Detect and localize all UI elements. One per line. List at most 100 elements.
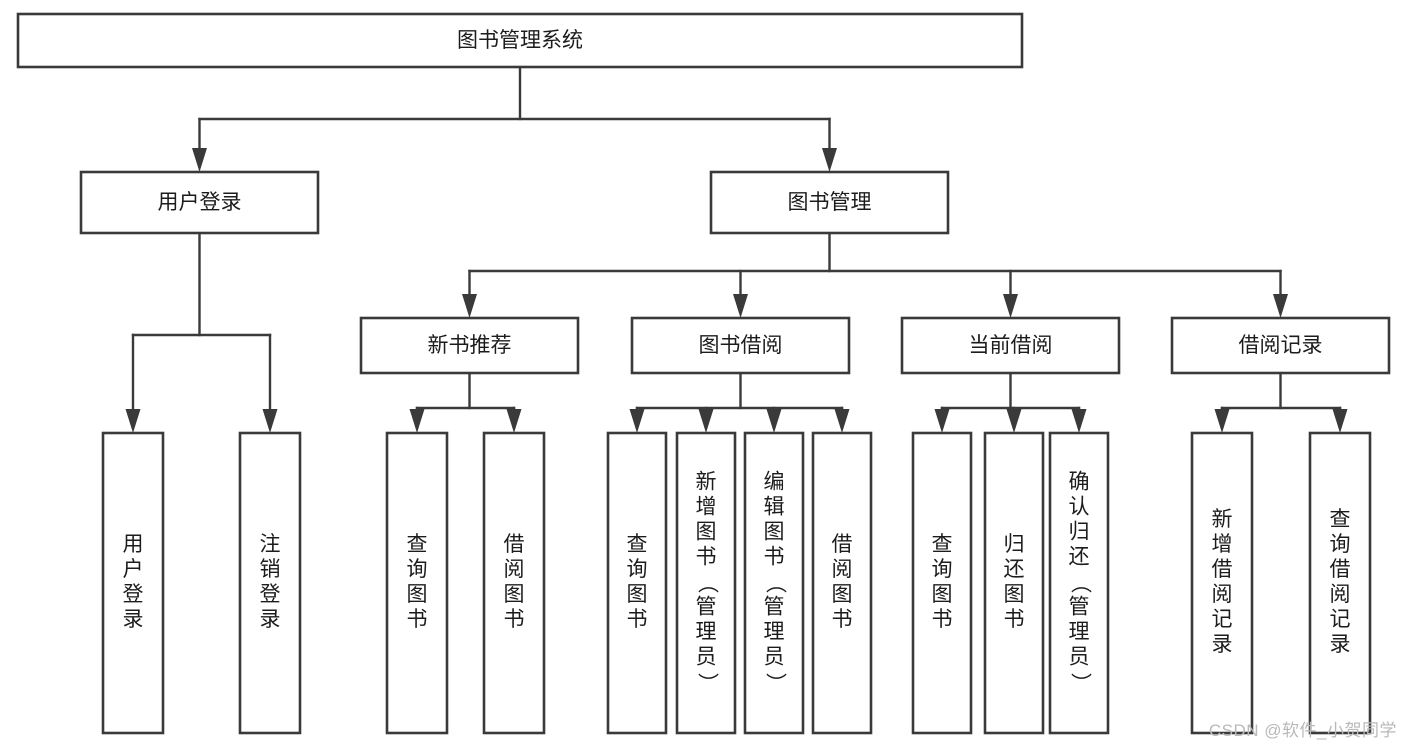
node-box[interactable] [606,431,668,735]
node-box[interactable] [709,170,950,235]
arrow-head-icon [629,409,645,433]
svg-text:登: 登 [123,583,144,606]
svg-text:理: 理 [1069,621,1090,644]
arrow-head-icon [125,409,141,433]
svg-text:录: 录 [260,608,281,631]
node-box[interactable] [630,316,851,375]
node-box[interactable] [79,170,320,235]
node-current-borrow[interactable]: 当前借阅 [900,316,1121,375]
connector-layer [125,65,1348,433]
svg-text:增: 增 [696,496,717,519]
node-borrow-record[interactable]: 借阅记录 [1170,316,1391,375]
svg-text:员: 员 [764,646,785,669]
svg-text:员: 员 [1069,646,1090,669]
node-new-book-rec[interactable]: 新书推荐 [359,316,580,375]
svg-text:还: 还 [1004,558,1025,581]
svg-text:查: 查 [627,533,648,556]
arrow-head-icon [1071,409,1087,433]
svg-text:确: 确 [1069,471,1090,494]
arrow-head-icon [1003,294,1018,318]
node-box[interactable] [482,431,546,735]
node-box[interactable] [385,431,449,735]
svg-text:书: 书 [764,546,785,569]
node-box[interactable] [1170,316,1391,375]
arrow-head-icon [462,294,477,318]
arrow-head-icon [506,409,522,433]
svg-text:新: 新 [1212,508,1233,531]
svg-text:借: 借 [504,533,525,556]
connector-group [1214,371,1348,433]
connector-group [934,371,1087,433]
svg-text:书: 书 [407,608,428,631]
node-box[interactable] [1048,431,1110,735]
arrow-head-icon [698,409,714,433]
svg-text:借: 借 [832,533,853,556]
svg-text:阅: 阅 [1212,583,1233,606]
node-book-manage[interactable]: 图书管理 [709,170,950,235]
svg-text:图: 图 [832,583,853,606]
arrow-head-icon [733,294,748,318]
node-box[interactable] [675,431,737,735]
svg-text:借: 借 [1212,558,1233,581]
node-root[interactable]: 图书管理系统 [16,12,1024,69]
svg-text:书: 书 [504,608,525,631]
svg-text:）: ） [695,673,718,694]
svg-text:借: 借 [1330,558,1351,581]
node-label: 借阅记录 [1239,334,1323,357]
node-label: 图书管理 [788,191,872,214]
node-box[interactable] [743,431,805,735]
svg-text:图: 图 [932,583,953,606]
node-box[interactable] [101,431,165,735]
svg-text:归: 归 [1004,533,1025,556]
arrow-head-icon [822,148,837,172]
svg-text:录: 录 [1330,633,1351,656]
node-box[interactable] [1190,431,1254,735]
svg-text:阅: 阅 [832,558,853,581]
svg-text:员: 员 [696,646,717,669]
node-box[interactable] [911,431,973,735]
node-box[interactable] [359,316,580,375]
node-box[interactable] [1308,431,1372,735]
arrow-head-icon [262,409,278,433]
svg-text:新: 新 [696,471,717,494]
node-box[interactable] [983,431,1045,735]
node-box[interactable] [900,316,1121,375]
svg-text:还: 还 [1069,546,1090,569]
connector-group [409,371,522,433]
node-user-login[interactable]: 用户登录 [79,170,320,235]
node-box[interactable] [811,431,873,735]
node-box[interactable] [238,431,302,735]
svg-text:编: 编 [764,471,785,494]
node-leaf-user-login[interactable]: 用户登录 [101,431,165,735]
node-box[interactable] [16,12,1024,69]
svg-text:图: 图 [504,583,525,606]
svg-text:查: 查 [407,533,428,556]
svg-text:）: ） [1068,673,1091,694]
svg-text:询: 询 [627,558,648,581]
svg-text:询: 询 [932,558,953,581]
svg-text:书: 书 [932,608,953,631]
node-layer: 图书管理系统用户登录图书管理新书推荐图书借阅当前借阅借阅记录用户登录注销登录查询… [16,12,1391,735]
node-book-borrow[interactable]: 图书借阅 [630,316,851,375]
svg-text:（: （ [695,573,718,594]
